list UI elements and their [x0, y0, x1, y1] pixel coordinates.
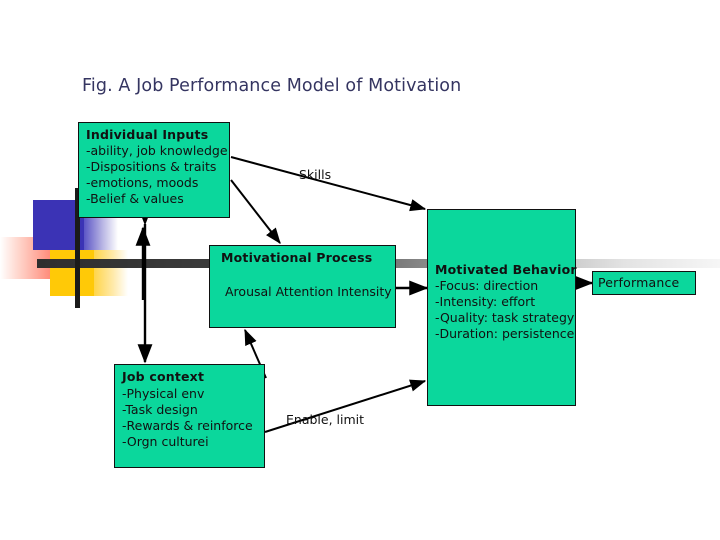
box-job-context-item-2: -Rewards & reinforce — [122, 418, 253, 433]
box-motivated-behavior-item-3: -Duration: persistence — [435, 326, 575, 341]
box-performance-title: Performance — [598, 275, 680, 290]
box-performance[interactable]: Performance — [592, 271, 696, 295]
decor-yellow-fade — [94, 250, 128, 296]
box-motivational-process[interactable]: Motivational Process Arousal Attention I… — [209, 245, 396, 328]
box-individual-inputs-item-2: -emotions, moods — [86, 175, 199, 190]
box-motivated-behavior[interactable]: Motivated Behavior -Focus: direction -In… — [427, 209, 577, 406]
box-individual-inputs-item-1: -Dispositions & traits — [86, 159, 217, 174]
arrow-inputs-to-behavior — [230, 156, 427, 212]
box-individual-inputs-item-0: -ability, job knowledge — [86, 143, 228, 158]
box-motivated-behavior-item-2: -Quality: task strategy — [435, 310, 575, 325]
label-skills: Skills — [299, 167, 332, 182]
box-job-context-item-3: -Orgn culturei — [122, 434, 209, 449]
box-individual-inputs-title: Individual Inputs — [86, 127, 209, 142]
box-individual-inputs-item-3: -Belief & values — [86, 191, 184, 206]
box-job-context-item-1: -Task design — [122, 402, 198, 417]
box-motivational-process-subtitle: Arousal Attention Intensity — [225, 284, 392, 299]
page-title: Fig. A Job Performance Model of Motivati… — [82, 76, 462, 96]
box-job-context-item-0: -Physical env — [122, 386, 205, 401]
decor-vertical-line — [75, 188, 80, 308]
label-enable-limit: Enable, limit — [286, 412, 365, 427]
box-motivated-behavior-title: Motivated Behavior — [435, 262, 577, 277]
box-motivated-behavior-item-0: -Focus: direction — [435, 278, 539, 293]
box-motivational-process-title: Motivational Process — [221, 250, 373, 265]
box-job-context[interactable]: Job context -Physical env -Task design -… — [114, 364, 265, 468]
box-motivated-behavior-item-1: -Intensity: effort — [435, 294, 536, 309]
decor-yellow-square — [50, 250, 94, 296]
arrow-inputs-to-process — [230, 179, 281, 244]
box-individual-inputs[interactable]: Individual Inputs -ability, job knowledg… — [78, 122, 230, 218]
box-job-context-title: Job context — [122, 369, 205, 384]
